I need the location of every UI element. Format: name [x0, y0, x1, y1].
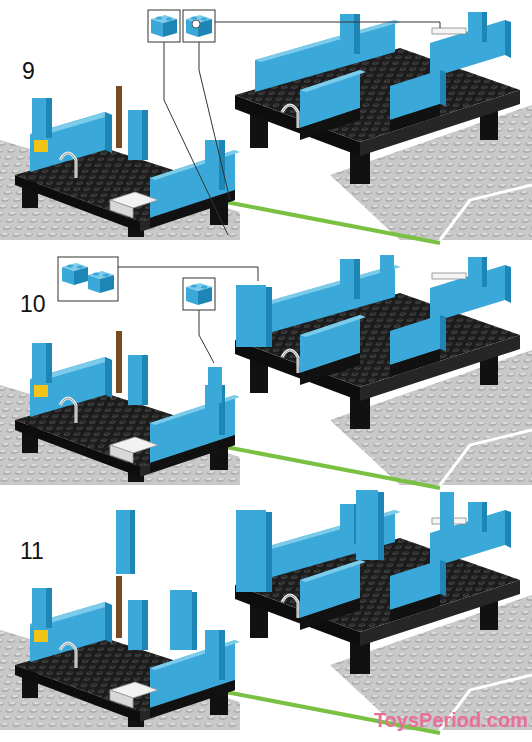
watermark: ToysPeriod.com — [374, 710, 528, 730]
step-number: 9 — [22, 60, 35, 83]
step-10-illustration — [0, 255, 532, 488]
step-number: 11 — [20, 540, 44, 563]
step-9-illustration — [0, 10, 532, 243]
step-number: 10 — [20, 293, 46, 316]
step-11-illustration — [0, 490, 532, 733]
